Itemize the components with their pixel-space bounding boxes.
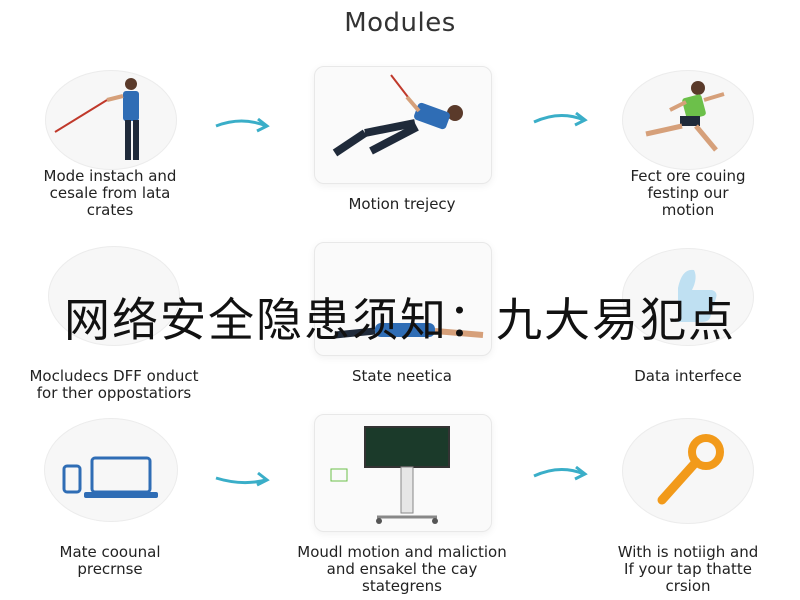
overlay-watermark-text: 网络安全隐患须知：九大易犯点 — [64, 293, 736, 347]
arrow-4 — [533, 465, 588, 481]
wrench-icon — [657, 434, 724, 505]
module-3-circle — [622, 70, 754, 170]
arrow-3 — [215, 471, 270, 487]
module-6-circle — [622, 248, 754, 346]
thumb-icon — [678, 269, 717, 322]
module-4-label: Mocludecs DFF onduct for ther oppostatio… — [29, 367, 199, 402]
running-person-icon — [645, 81, 725, 152]
laptop-tablet-icon — [62, 456, 158, 498]
module-1-label: Mode instach and cesale from lata crates — [43, 167, 177, 219]
module-7-label: Mate coounal precrnse — [59, 543, 161, 578]
module-6-label: Data interfece — [634, 367, 742, 385]
module-2-label: Motion trejecy — [348, 195, 456, 213]
module-8-label: Moudl motion and maliction and ensakel t… — [297, 543, 507, 595]
module-5-card — [314, 242, 492, 356]
arrow-2 — [533, 111, 588, 127]
module-8-card — [314, 414, 492, 532]
person-with-stick-icon — [54, 78, 139, 160]
module-5-label: State neetica — [352, 367, 452, 385]
module-2-card — [314, 66, 492, 184]
arrow-1 — [215, 117, 270, 133]
module-7-circle — [44, 418, 178, 522]
diagram-title: Modules — [344, 8, 456, 38]
module-9-label: With is notiigh and If your tap thatte c… — [617, 543, 759, 595]
module-4-circle — [48, 246, 180, 346]
module-3-label: Fect ore couing festinp our motion — [630, 167, 746, 219]
person-stretching-icon — [332, 74, 463, 157]
monitor-stand-icon — [330, 426, 450, 524]
module-1-circle — [45, 70, 177, 170]
lying-person-icon — [334, 323, 484, 339]
module-9-circle — [622, 418, 754, 524]
